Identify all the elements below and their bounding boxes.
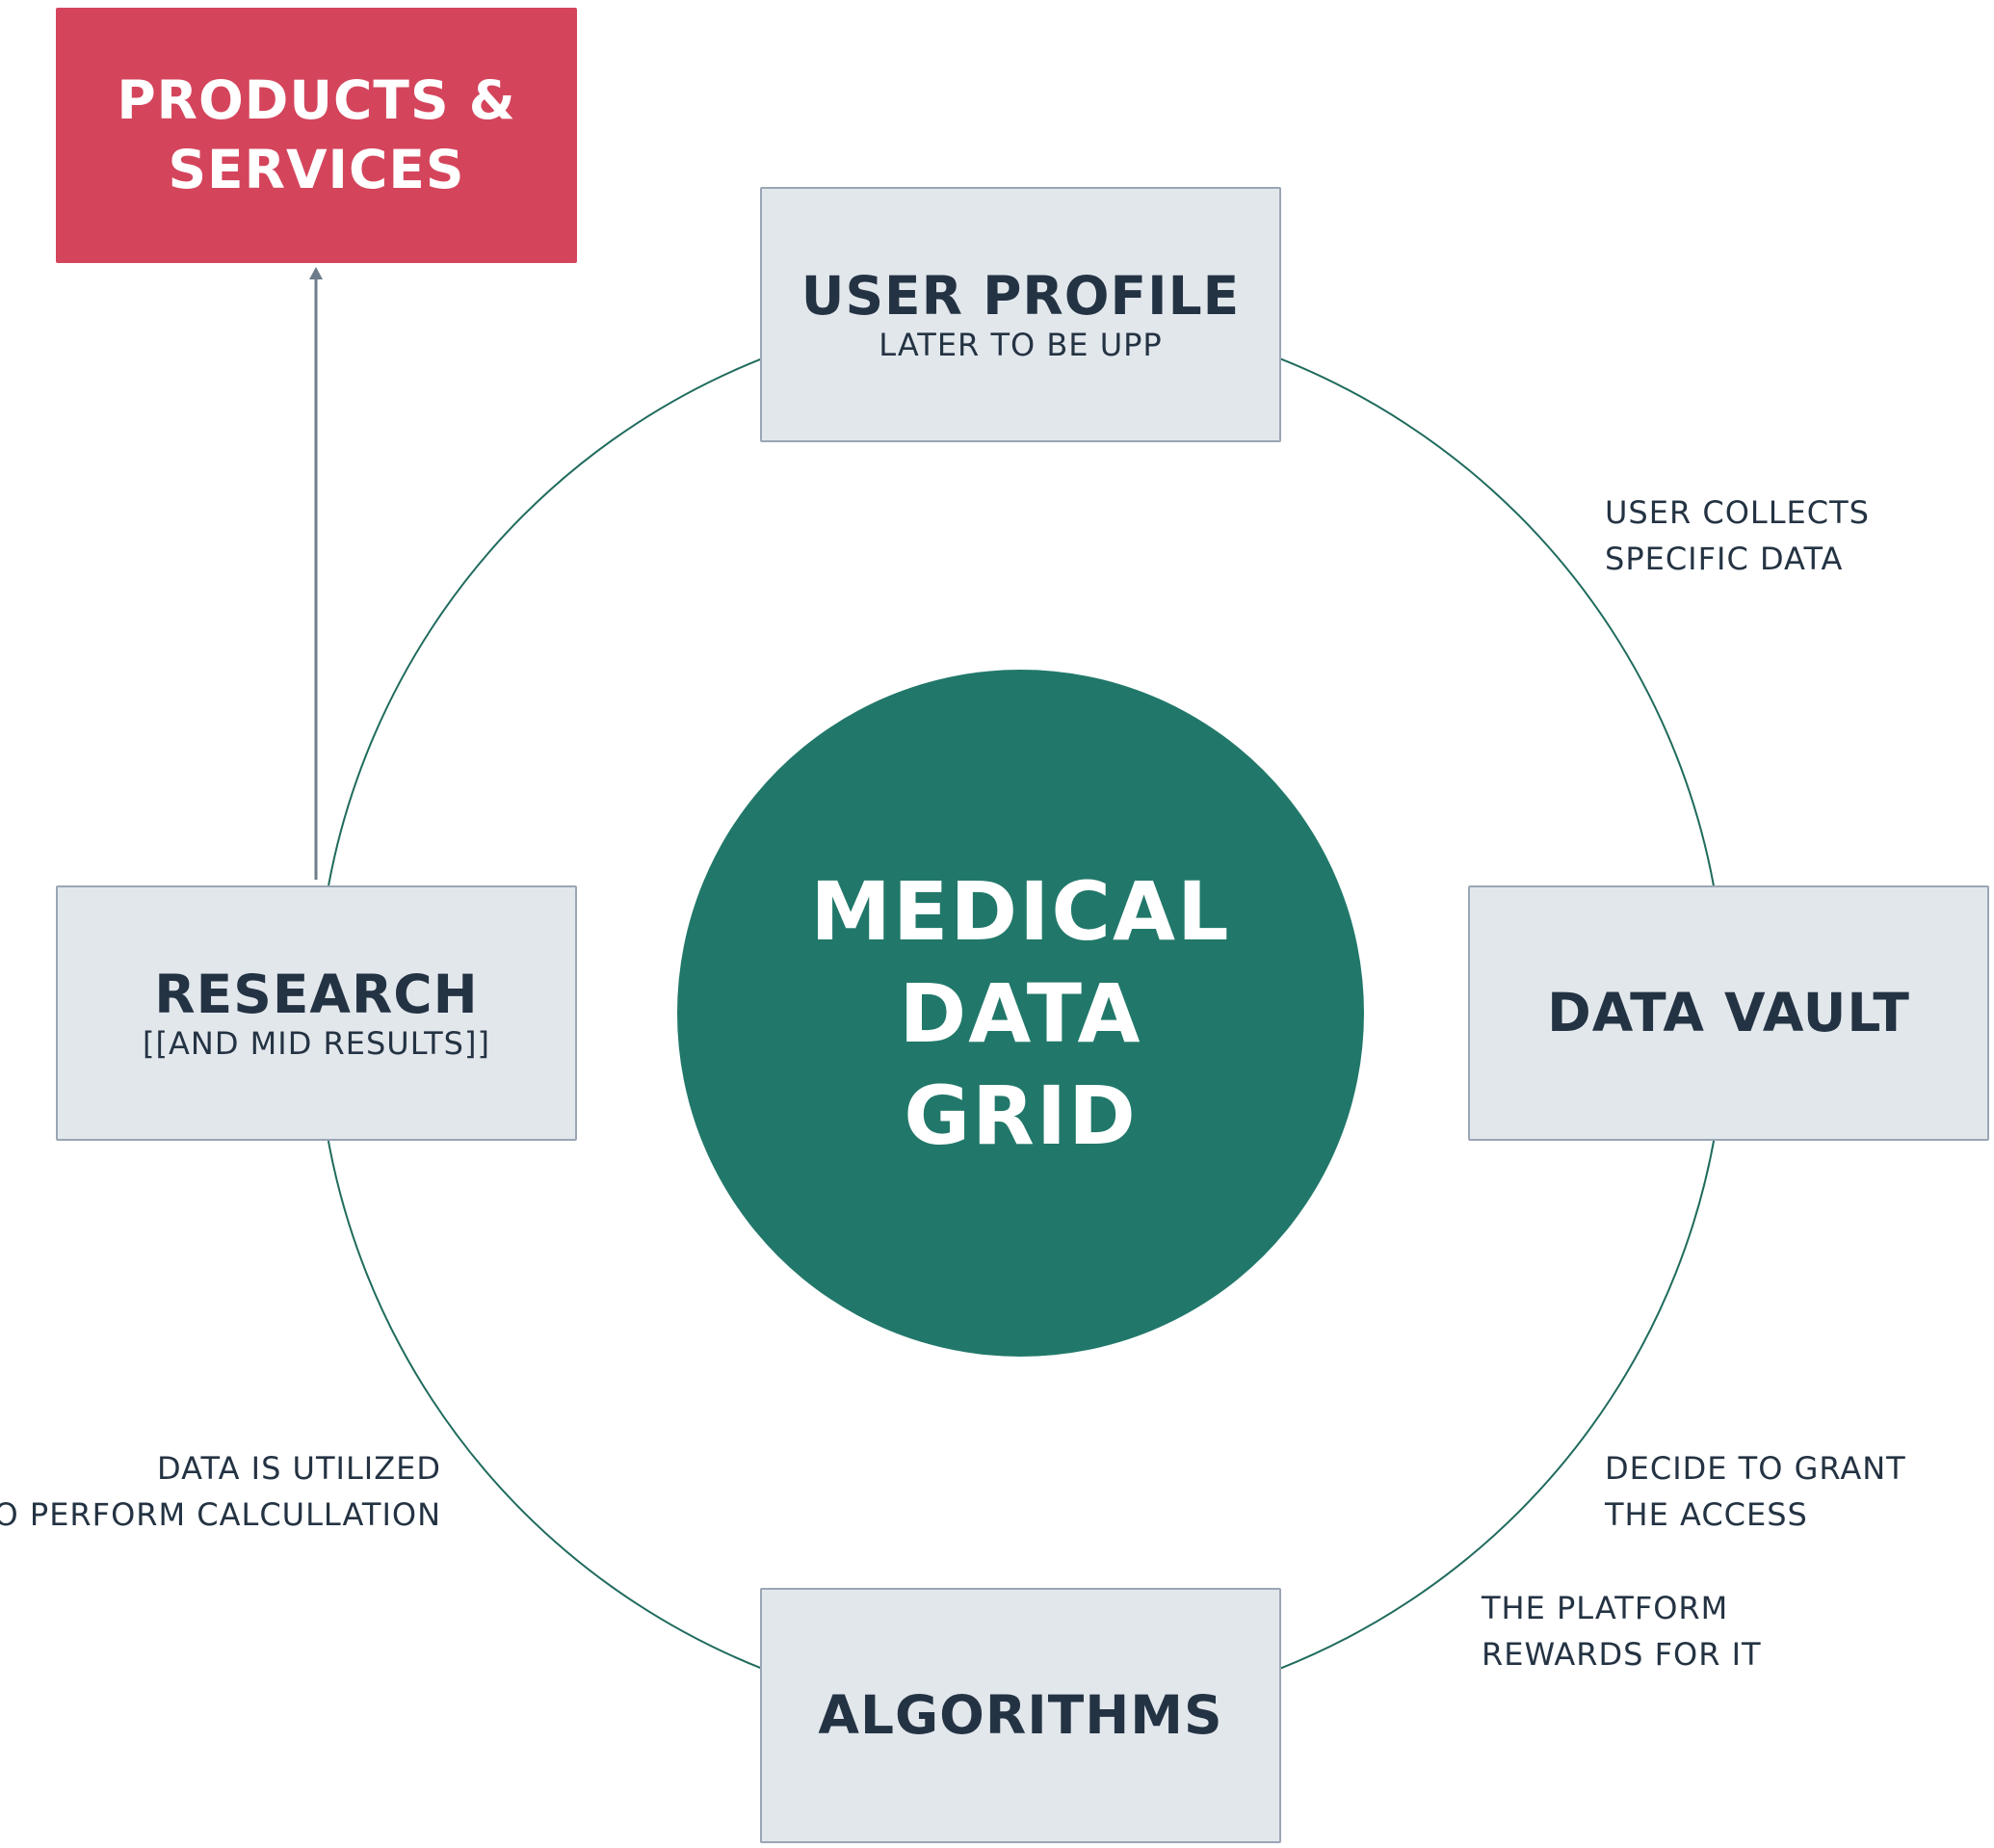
products-services-title: PRODUCTS & SERVICES	[117, 69, 516, 200]
data-vault-title: DATA VAULT	[1547, 982, 1910, 1044]
user-profile-subtitle: LATER TO BE UPP	[879, 327, 1163, 364]
annotation-line: DATA IS UTILIZED	[157, 1450, 441, 1487]
annotation-line: REWARDS FOR IT	[1482, 1636, 1762, 1673]
data-vault-node: DATA VAULT	[1468, 885, 1989, 1141]
hub-label-line-2: DATA	[899, 965, 1142, 1061]
user-profile-title: USER PROFILE	[800, 264, 1241, 327]
algorithms-title: ALGORITHMS	[818, 1684, 1223, 1747]
annotation-platform-rewards: THE PLATFORM REWARDS FOR IT	[1482, 1585, 1762, 1677]
medical-data-grid-hub: MEDICAL DATA GRID	[677, 670, 1364, 1357]
annotation-line: TO PERFORM CALCULLATION	[0, 1496, 441, 1533]
annotation-line: DECIDE TO GRANT	[1605, 1450, 1906, 1487]
annotation-line: THE ACCESS	[1605, 1496, 1808, 1533]
annotation-line: USER COLLECTS	[1605, 494, 1870, 531]
annotation-line: THE PLATFORM	[1482, 1590, 1729, 1626]
user-profile-node: USER PROFILE LATER TO BE UPP	[760, 187, 1281, 442]
research-subtitle: [[AND MID RESULTS]]	[143, 1025, 490, 1063]
annotation-line: SPECIFIC DATA	[1605, 541, 1844, 577]
annotation-grant-access: DECIDE TO GRANT THE ACCESS	[1605, 1445, 1906, 1538]
research-node: RESEARCH [[AND MID RESULTS]]	[56, 885, 577, 1141]
annotation-user-collects: USER COLLECTS SPECIFIC DATA	[1605, 489, 1870, 582]
products-services-node: PRODUCTS & SERVICES	[56, 8, 577, 263]
annotation-data-utilized: DATA IS UTILIZED TO PERFORM CALCULLATION	[0, 1445, 441, 1538]
arrow-head-icon	[309, 267, 323, 279]
hub-label-line-1: MEDICAL	[810, 863, 1231, 959]
hub-label-line-3: GRID	[904, 1068, 1138, 1163]
algorithms-node: ALGORITHMS	[760, 1588, 1281, 1843]
research-title: RESEARCH	[154, 963, 479, 1025]
